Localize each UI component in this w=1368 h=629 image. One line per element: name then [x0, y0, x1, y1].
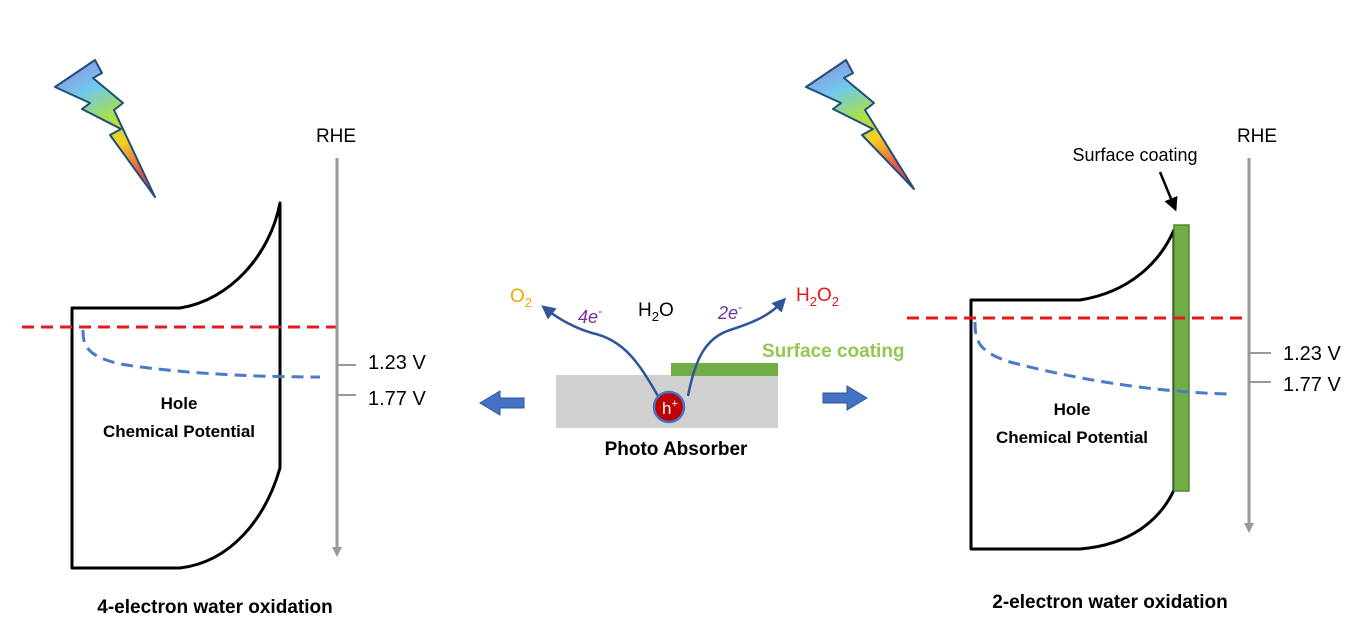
- h2o2-label: H2O2: [796, 285, 839, 309]
- hole-potential-curve-right: [973, 321, 1229, 396]
- coating-callout-label: Surface coating: [1072, 145, 1197, 165]
- lightning-bolt-icon: [54, 59, 156, 198]
- rhe-label-right: RHE: [1237, 126, 1277, 147]
- surface-coating-label: Surface coating: [762, 341, 905, 362]
- level-123-label-right: 1.23 V: [1283, 343, 1341, 365]
- hole-label-right: Hole: [1054, 400, 1091, 419]
- hole-potential-curve: [81, 329, 321, 379]
- center-panel: Surface coating O2 4e- H2O 2e- H2O2 h+ P…: [479, 285, 905, 460]
- level-177-label-right: 1.77 V: [1283, 374, 1341, 396]
- right-panel: Hole Chemical Potential Surface coating …: [805, 59, 1341, 613]
- left-panel: Hole Chemical Potential RHE 1.23 V 1.77 …: [22, 59, 426, 618]
- two-electron-label: 2e-: [717, 300, 742, 323]
- level-177-label: 1.77 V: [368, 388, 426, 410]
- left-block-arrow: [479, 390, 525, 416]
- o2-label: O2: [510, 286, 532, 310]
- hole-label: Hole: [161, 394, 198, 413]
- hole-symbol: h+: [662, 398, 678, 418]
- band-diagram-outline: [70, 201, 282, 570]
- rhe-label: RHE: [316, 126, 356, 147]
- level-123-label: 1.23 V: [368, 352, 426, 374]
- right-block-arrow: [822, 385, 868, 411]
- photo-absorber-label: Photo Absorber: [605, 439, 748, 460]
- surface-coating-layer: [1173, 224, 1190, 492]
- arrow-to-h2o2: [686, 297, 787, 397]
- surface-coating-strip: [671, 363, 778, 376]
- coating-callout-arrow: [1158, 171, 1178, 212]
- band-diagram-outline-right: [969, 228, 1176, 551]
- four-electron-label: 4e-: [578, 304, 602, 327]
- hole-circle: [652, 390, 686, 424]
- lightning-bolt-icon-right: [805, 59, 915, 190]
- hole-label-right-2: Chemical Potential: [996, 428, 1148, 447]
- arrow-to-o2: [541, 305, 660, 397]
- hole-label-2: Chemical Potential: [103, 422, 255, 441]
- caption-4e: 4-electron water oxidation: [97, 597, 332, 618]
- caption-2e: 2-electron water oxidation: [992, 592, 1227, 613]
- h2o-label: H2O: [638, 300, 674, 324]
